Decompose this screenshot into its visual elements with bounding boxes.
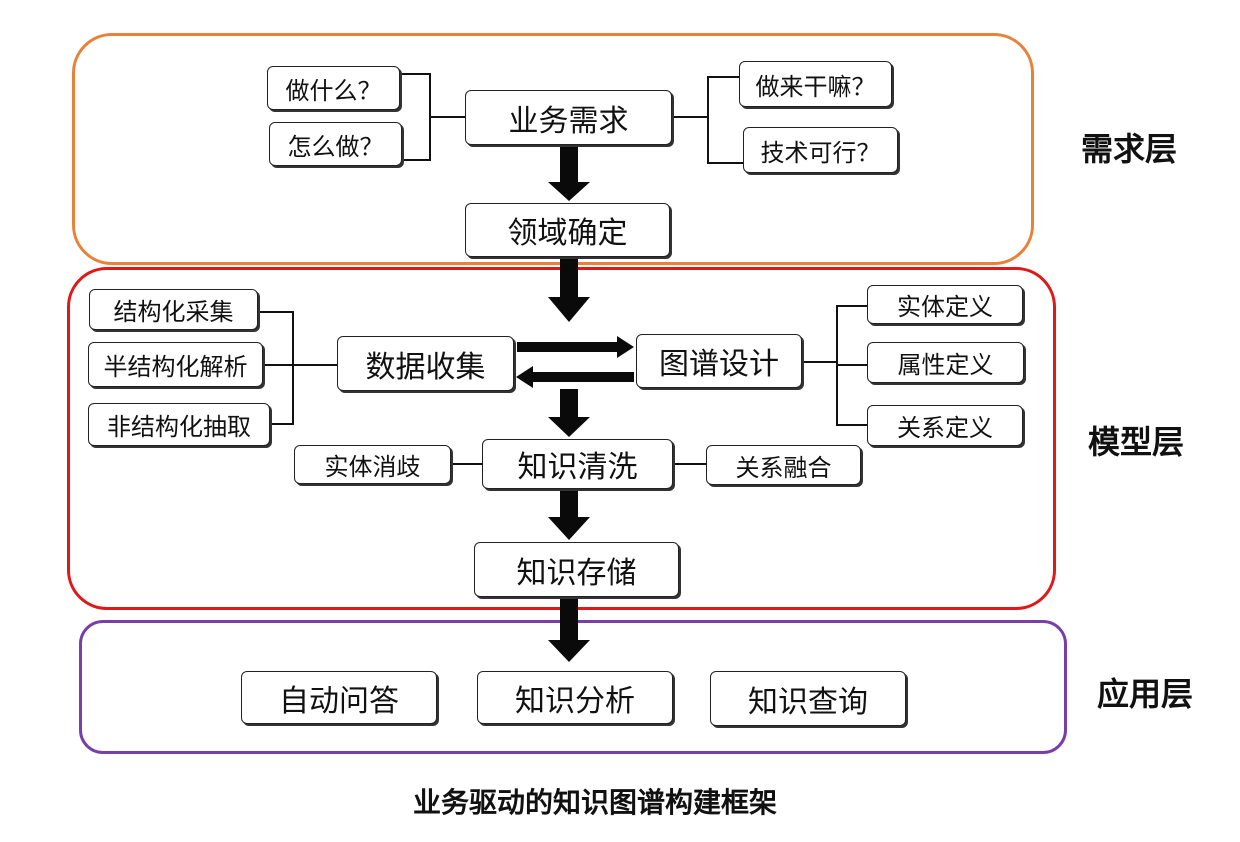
question-feasible-text: 技术可行？ [760,138,881,167]
entity-definition-box: 实体定义 [867,285,1023,324]
unstructured-extraction-text: 非结构化抽取 [107,413,251,441]
domain-definition-box: 领域确定 [465,203,670,257]
relation-definition-text: 关系定义 [897,414,993,442]
relation-definition-box: 关系定义 [867,405,1023,446]
attribute-definition-text: 属性定义 [897,351,994,379]
question-what-box: 做什么？ [267,66,400,110]
question-what-text: 做什么？ [285,76,382,105]
demand-layer-frame [72,33,1034,265]
business-requirement-box: 业务需求 [465,90,672,145]
entity-disambiguation-text: 实体消歧 [324,453,421,481]
auto-qa-text: 自动问答 [279,683,399,719]
semi-structured-parsing-text: 半结构化解析 [103,353,248,381]
knowledge-storage-text: 知识存储 [516,555,637,591]
data-collection-box: 数据收集 [337,336,514,391]
question-why-text: 做来干嘛？ [755,72,876,101]
relation-fusion-box: 关系融合 [706,445,861,485]
knowledge-cleaning-text: 知识清洗 [517,450,638,485]
graph-design-text: 图谱设计 [659,347,779,382]
data-collection-text: 数据收集 [365,349,486,385]
attribute-definition-box: 属性定义 [867,342,1024,383]
semi-structured-parsing-box: 半结构化解析 [88,342,263,387]
application-layer-label: 应用层 [1097,675,1194,713]
structured-collection-text: 结构化采集 [113,298,234,326]
entity-definition-text: 实体定义 [897,293,993,321]
knowledge-analysis-text: 知识分析 [515,683,635,719]
model-layer-label: 模型层 [1088,423,1185,461]
knowledge-query-box: 知识查询 [710,671,906,726]
auto-qa-box: 自动问答 [241,671,437,724]
business-requirement-text: 业务需求 [508,103,629,139]
graph-design-box: 图谱设计 [636,334,802,388]
unstructured-extraction-box: 非结构化抽取 [88,403,270,446]
knowledge-cleaning-box: 知识清洗 [482,439,673,489]
knowledge-analysis-box: 知识分析 [477,671,673,724]
entity-disambiguation-box: 实体消歧 [294,445,451,484]
demand-layer-label: 需求层 [1081,130,1178,168]
question-feasible-box: 技术可行？ [743,127,898,173]
structured-collection-box: 结构化采集 [89,289,258,330]
knowledge-query-text: 知识查询 [748,684,868,720]
relation-fusion-text: 关系融合 [735,453,832,482]
domain-definition-text: 领域确定 [507,216,628,251]
knowledge-storage-box: 知识存储 [474,542,679,597]
question-why-box: 做来干嘛？ [739,61,892,107]
question-how-box: 怎么做？ [269,122,402,166]
question-how-text: 怎么做？ [287,132,384,161]
figure-caption: 业务驱动的知识图谱构建框架 [412,786,777,819]
